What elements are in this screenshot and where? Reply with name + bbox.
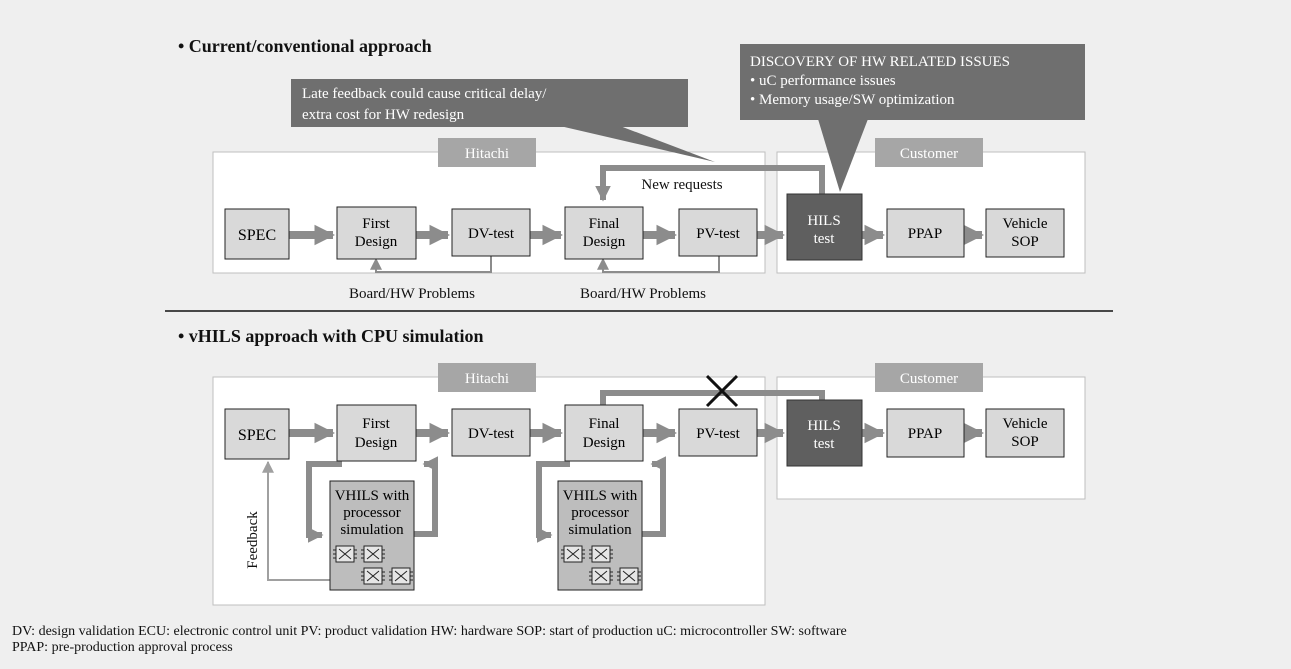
pv-test-box-vhils [678, 408, 758, 457]
customer-label: Customer [900, 146, 958, 162]
pv-test-label-vhils: PV-test [696, 426, 740, 442]
dv-test-label-vhils: DV-test [468, 426, 515, 442]
first-design-box-vhils [336, 404, 417, 462]
board-problems-loop-2 [597, 256, 720, 273]
footnote-line-1: DV: design validation ECU: electronic co… [12, 624, 847, 639]
vehicle-sop-box-vhils [985, 408, 1065, 458]
customer-label-box-vhils [875, 363, 983, 392]
dv-test-label: DV-test [468, 226, 515, 242]
abbreviation-footnote: DV: design validation ECU: electronic co… [12, 624, 1282, 656]
vehicle-sop-box [985, 208, 1065, 258]
first-design-box [336, 206, 417, 260]
spec-box-vhils [224, 408, 290, 460]
processor-chip-icons-2 [561, 545, 641, 585]
hitachi-label-box [438, 138, 536, 167]
hitachi-label: Hitachi [465, 146, 509, 162]
ppap-label-vhils: PPAP [908, 426, 942, 442]
board-problems-label-1: Board/HW Problems [349, 286, 475, 302]
final-design-box-vhils [564, 404, 644, 462]
board-problems-loop-1 [370, 256, 492, 273]
spec-box [224, 208, 290, 260]
final-design-box [564, 206, 644, 260]
discovery-callout: DISCOVERY OF HW RELATED ISSUES• uC perfo… [740, 44, 1085, 192]
pv-test-label: PV-test [696, 226, 740, 242]
hils-test-box-vhils [786, 399, 863, 467]
dv-test-box-vhils [451, 408, 531, 457]
section-heading-conventional: • Current/conventional approach [178, 36, 432, 56]
ppap-label: PPAP [908, 226, 942, 242]
new-requests-label: New requests [641, 177, 722, 193]
processor-chip-icons-1 [333, 545, 413, 585]
feedback-arrow [262, 460, 330, 581]
ppap-box-vhils [886, 408, 965, 458]
footnote-line-2: PPAP: pre-production approval process [12, 640, 233, 655]
spec-label-vhils: SPEC [238, 427, 276, 444]
hitachi-label-box-vhils [438, 363, 536, 392]
pv-test-box [678, 208, 758, 257]
feedback-label: Feedback [245, 511, 261, 569]
new-requests-arrow [595, 165, 825, 202]
late-feedback-callout: Late feedback could cause critical delay… [291, 79, 715, 162]
hitachi-label-vhils: Hitachi [465, 371, 509, 387]
customer-label-box [875, 138, 983, 167]
spec-label: SPEC [238, 227, 276, 244]
cross-mark-icon [705, 374, 739, 408]
discovery-text: DISCOVERY OF HW RELATED ISSUES• uC perfo… [750, 54, 1010, 108]
customer-label-vhils: Customer [900, 371, 958, 387]
section-heading-vhils: • vHILS approach with CPU simulation [178, 326, 484, 346]
ppap-box [886, 208, 965, 258]
dv-test-box [451, 208, 531, 257]
late-feedback-text: Late feedback could cause critical delay… [302, 86, 547, 123]
board-problems-label-2: Board/HW Problems [580, 286, 706, 302]
hils-test-box [786, 193, 863, 261]
vhils-loop-arrows [306, 456, 667, 543]
